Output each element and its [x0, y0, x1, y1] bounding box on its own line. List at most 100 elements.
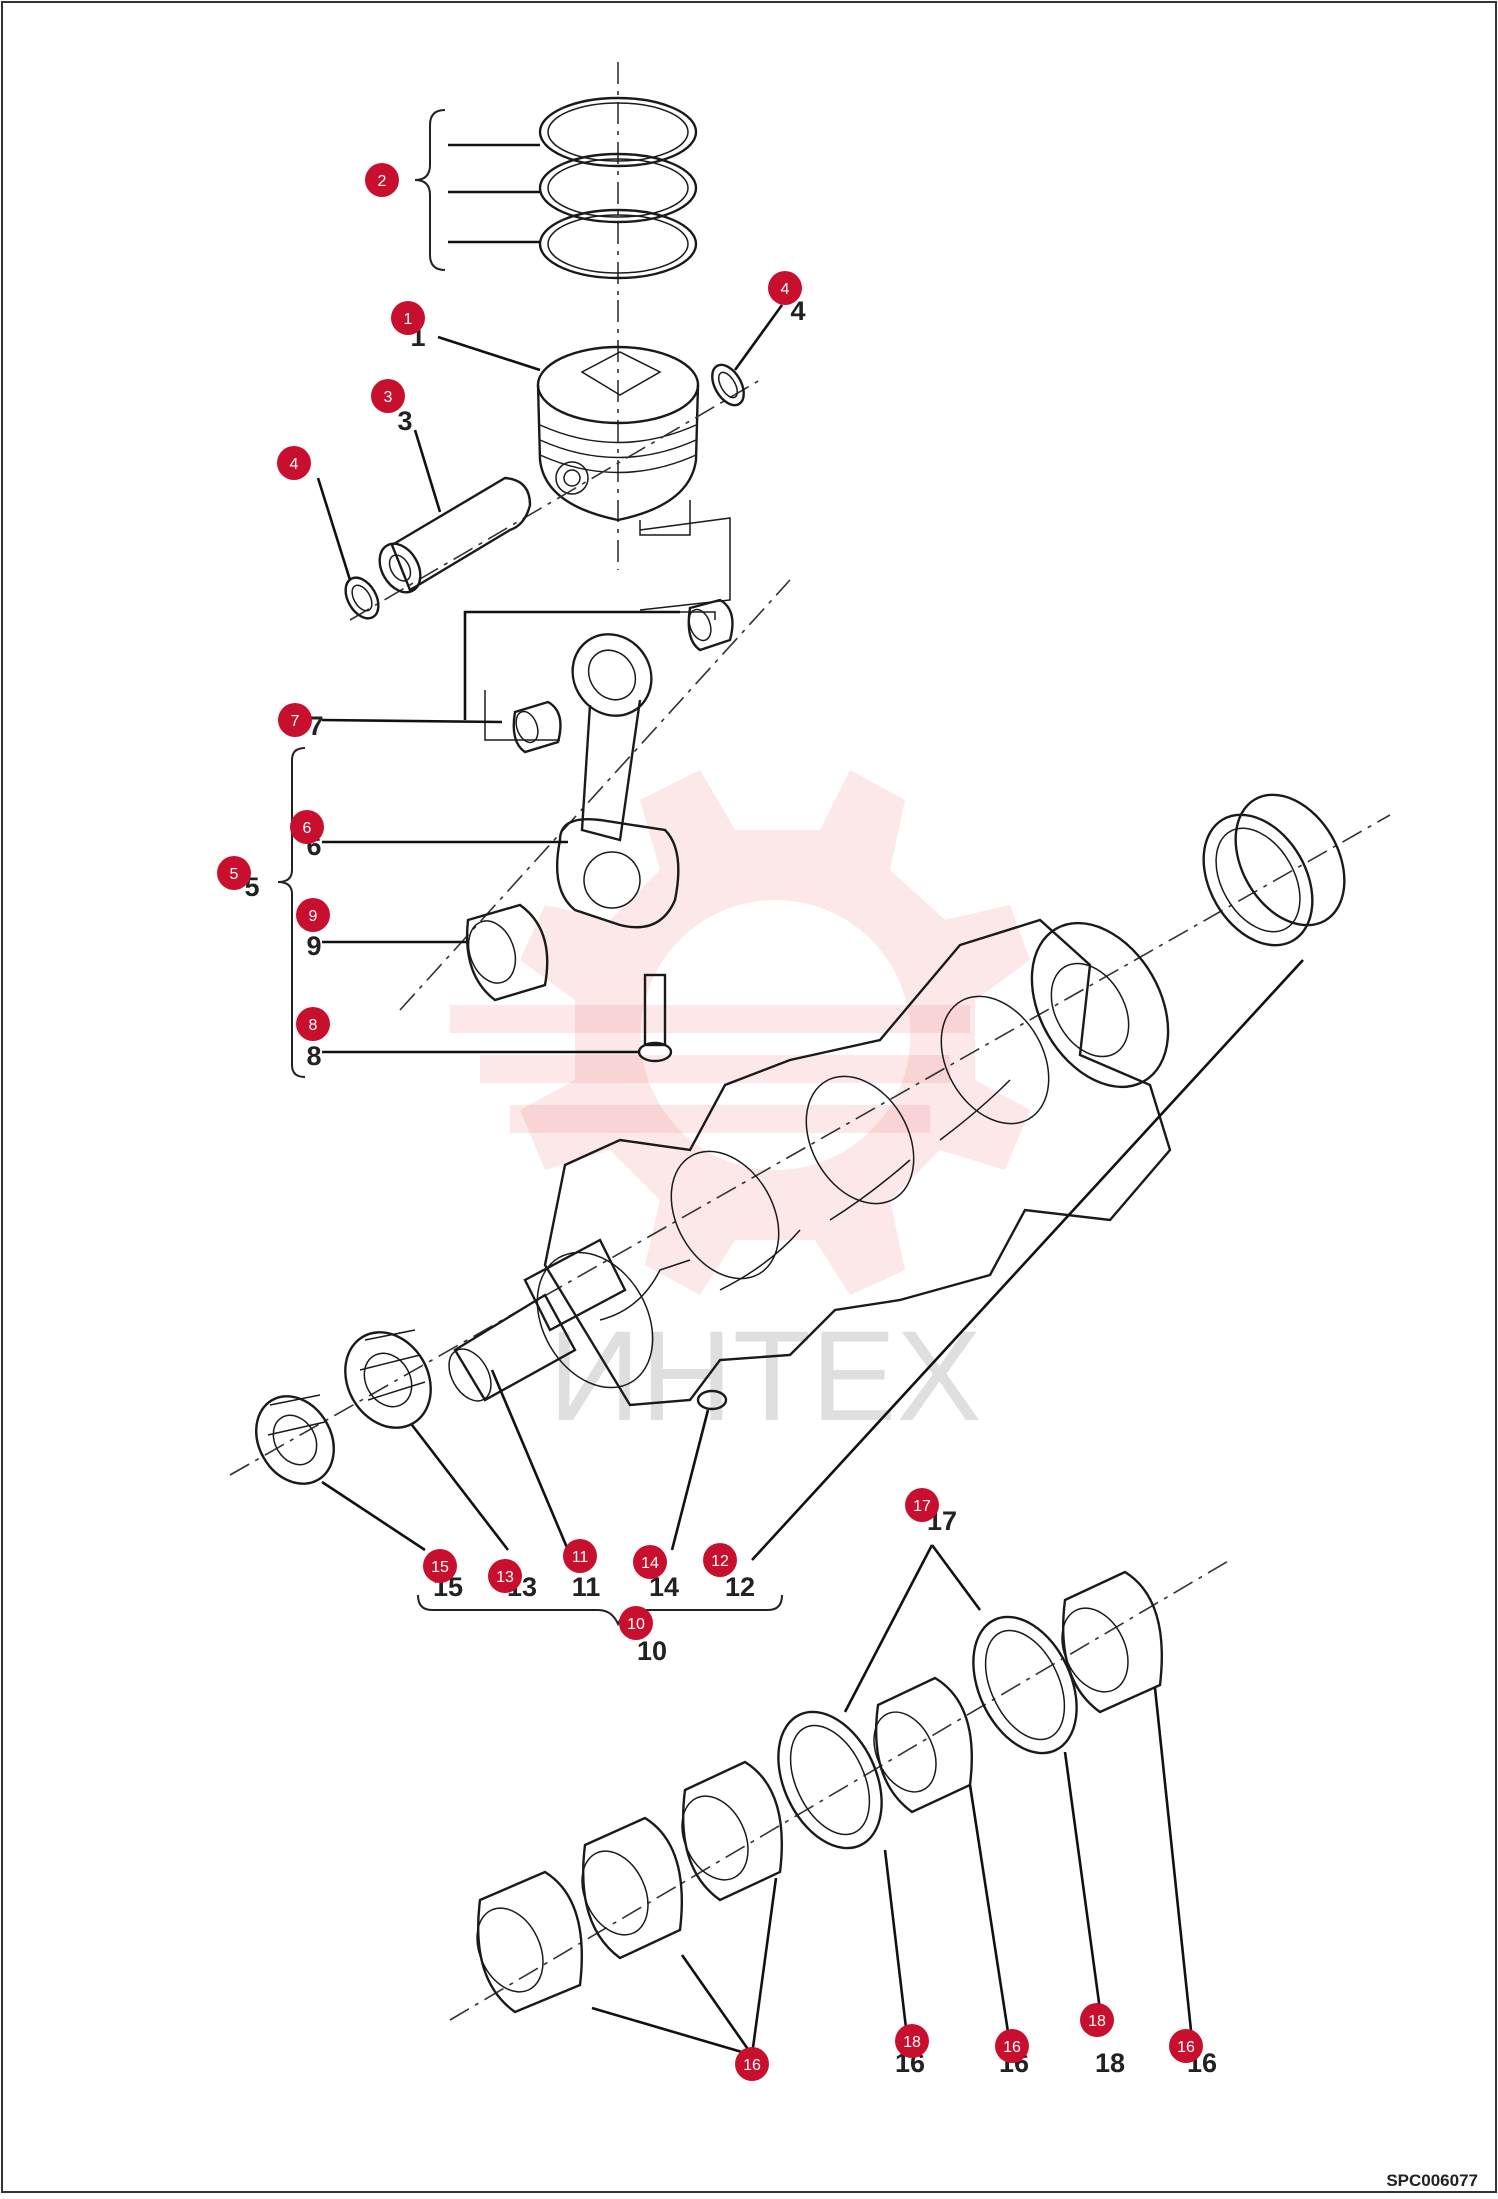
- callout-label: 16: [1177, 2039, 1195, 2056]
- part-number: 12: [725, 1572, 755, 1602]
- callout-badge-16: 16: [735, 2047, 769, 2081]
- callout-label: 6: [303, 820, 312, 837]
- callout-label: 18: [1088, 2013, 1106, 2030]
- thrust-washer: [972, 1615, 1078, 1755]
- part-number: 10: [637, 1636, 667, 1666]
- crank-gear: [344, 1329, 510, 1551]
- callout-badge-8: 8: [296, 1007, 330, 1041]
- callout-label: 5: [230, 866, 239, 883]
- callout-circle: [217, 856, 251, 890]
- callout-badge-5: 5: [217, 856, 251, 890]
- callout-circle: [296, 1007, 330, 1041]
- crankshaft: [229, 814, 1391, 1551]
- piston-rings: [414, 62, 698, 300]
- callout-badge-12: 12: [703, 1543, 737, 1577]
- callout-circle: [735, 2047, 769, 2081]
- callout-circle: [905, 1488, 939, 1522]
- callout-circle: [290, 810, 324, 844]
- callout-circle: [1169, 2029, 1203, 2063]
- callout-circle: [371, 379, 405, 413]
- drawing-code: SPC006077: [1386, 2171, 1478, 2190]
- callout-badge-18: 18: [1080, 2003, 1114, 2037]
- callout-label: 4: [290, 456, 299, 473]
- callout-label: 9: [309, 908, 318, 925]
- callout-circle: [1080, 2003, 1114, 2037]
- callout-circle: [703, 1543, 737, 1577]
- watermark-bar: [450, 1005, 970, 1033]
- callout-circle: [895, 2024, 929, 2058]
- part-number: 4: [790, 296, 805, 326]
- callout-circle: [296, 898, 330, 932]
- callout-badge-11: 11: [563, 1539, 597, 1573]
- callout-badge-16: 16: [1169, 2029, 1203, 2063]
- printed-part-numbers: 1 3 4 7 6 5 9 8 15 13 11 14 12 10 17 16 …: [244, 296, 1217, 2078]
- main-bearing: [681, 1760, 784, 1902]
- callout-badge-18: 18: [895, 2024, 929, 2058]
- callout-circle: [423, 1549, 457, 1583]
- part-number: 11: [572, 1572, 601, 1602]
- callout-circle: [619, 1606, 653, 1640]
- callout-label: 15: [431, 1559, 449, 1576]
- part-number: 9: [306, 931, 321, 961]
- callout-label: 2: [378, 173, 387, 190]
- callout-label: 11: [572, 1549, 589, 1566]
- piston: [437, 300, 700, 570]
- callout-badge-7: 7: [278, 703, 312, 737]
- callout-badge-15: 15: [423, 1549, 457, 1583]
- callout-circle: [633, 1545, 667, 1579]
- watermark-bar: [480, 1055, 950, 1083]
- callout-badge-4: 4: [768, 271, 802, 305]
- woodruff-key: [670, 1389, 728, 1551]
- callout-circle: [488, 1559, 522, 1593]
- callout-label: 8: [309, 1017, 318, 1034]
- callout-label: 12: [711, 1553, 729, 1570]
- part-number: 3: [397, 406, 412, 436]
- watermark-bar: [510, 1105, 930, 1133]
- callout-label: 3: [384, 389, 393, 406]
- callout-badge-2: 2: [365, 163, 399, 197]
- callout-circle: [995, 2029, 1029, 2063]
- callout-circle: [563, 1539, 597, 1573]
- callout-label: 18: [903, 2034, 921, 2051]
- callout-circle: [768, 271, 802, 305]
- bracket-10: [417, 1594, 783, 1627]
- callout-badge-1: 1: [391, 301, 425, 335]
- callout-label: 4: [781, 281, 790, 298]
- callout-label: 1: [404, 311, 413, 328]
- callout-label: 16: [1003, 2039, 1021, 2056]
- circlip-left: [316, 477, 380, 620]
- part-number: 18: [1095, 2048, 1125, 2078]
- callout-circle: [278, 703, 312, 737]
- main-bearings: [449, 1544, 1231, 2057]
- callout-badge-16: 16: [995, 2029, 1029, 2063]
- timing-gear: [255, 1394, 426, 1552]
- callout-label: 17: [913, 1498, 931, 1515]
- wrist-pin: [349, 379, 761, 621]
- main-bearing: [1061, 1570, 1164, 1714]
- callout-badge-10: 10: [619, 1606, 653, 1640]
- callout-badge-3: 3: [371, 379, 405, 413]
- callout-badge-9: 9: [296, 898, 330, 932]
- callout-circle: [365, 163, 399, 197]
- callout-badge-4: 4: [277, 446, 311, 480]
- callout-label: 13: [496, 1569, 514, 1586]
- callout-circle: [391, 301, 425, 335]
- callout-label: 7: [291, 713, 300, 730]
- watermark-text: ИНТЕХ: [548, 1305, 981, 1448]
- callout-badge-17: 17: [905, 1488, 939, 1522]
- callout-label: 16: [743, 2057, 761, 2074]
- part-number: 8: [306, 1041, 321, 1071]
- main-bearing: [581, 1816, 684, 1960]
- connecting-rod: [321, 517, 791, 1011]
- watermark-gear-icon: [520, 770, 1030, 1295]
- callout-badge-13: 13: [488, 1559, 522, 1593]
- callout-label: 10: [627, 1616, 645, 1633]
- callout-circle: [277, 446, 311, 480]
- callout-badge-6: 6: [290, 810, 324, 844]
- callout-label: 14: [641, 1555, 659, 1572]
- watermark: ИНТЕХ: [450, 770, 1030, 1448]
